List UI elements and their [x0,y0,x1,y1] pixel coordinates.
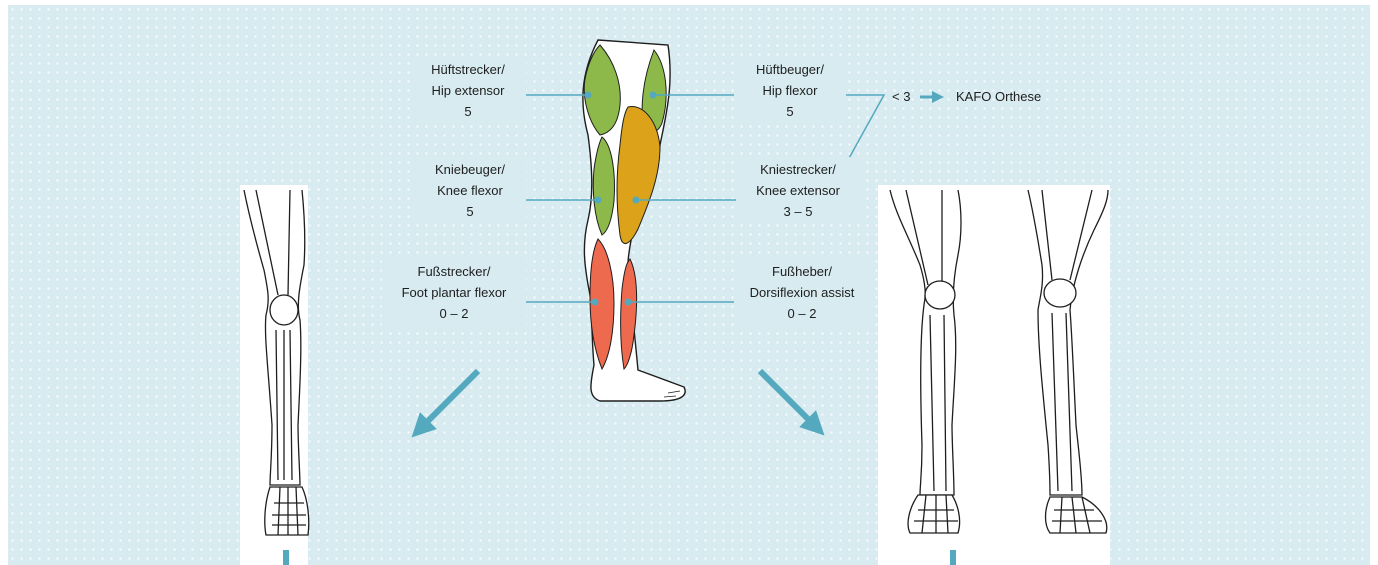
diagram-canvas: Hüftstrecker/ Hip extensor 5 Hüftbeuger/… [8,5,1370,565]
output-connector-left [283,550,289,565]
diagram-artwork [8,5,1370,565]
kafo-result-label: KAFO Orthese [956,89,1041,104]
label-hip-flexor: Hüftbeuger/ Hip flexor 5 [734,57,846,124]
arrow-down-left [420,371,478,429]
arrow-down-right [760,371,816,427]
leg-muscle-icon [583,40,685,401]
label-hip-extensor: Hüftstrecker/ Hip extensor 5 [410,57,526,124]
label-dorsiflexion-assist: Fußheber/ Dorsiflexion assist 0 – 2 [734,259,870,326]
label-knee-flexor: Kniebeuger/ Knee flexor 5 [414,157,526,224]
threshold-label: < 3 [892,89,910,104]
output-connector-right [950,550,956,565]
label-foot-plantar-flexor: Fußstrecker/ Foot plantar flexor 0 – 2 [382,259,526,326]
muscle-knee-extensor [617,106,660,243]
label-knee-extensor: Kniestrecker/ Knee extensor 3 – 5 [736,157,860,224]
